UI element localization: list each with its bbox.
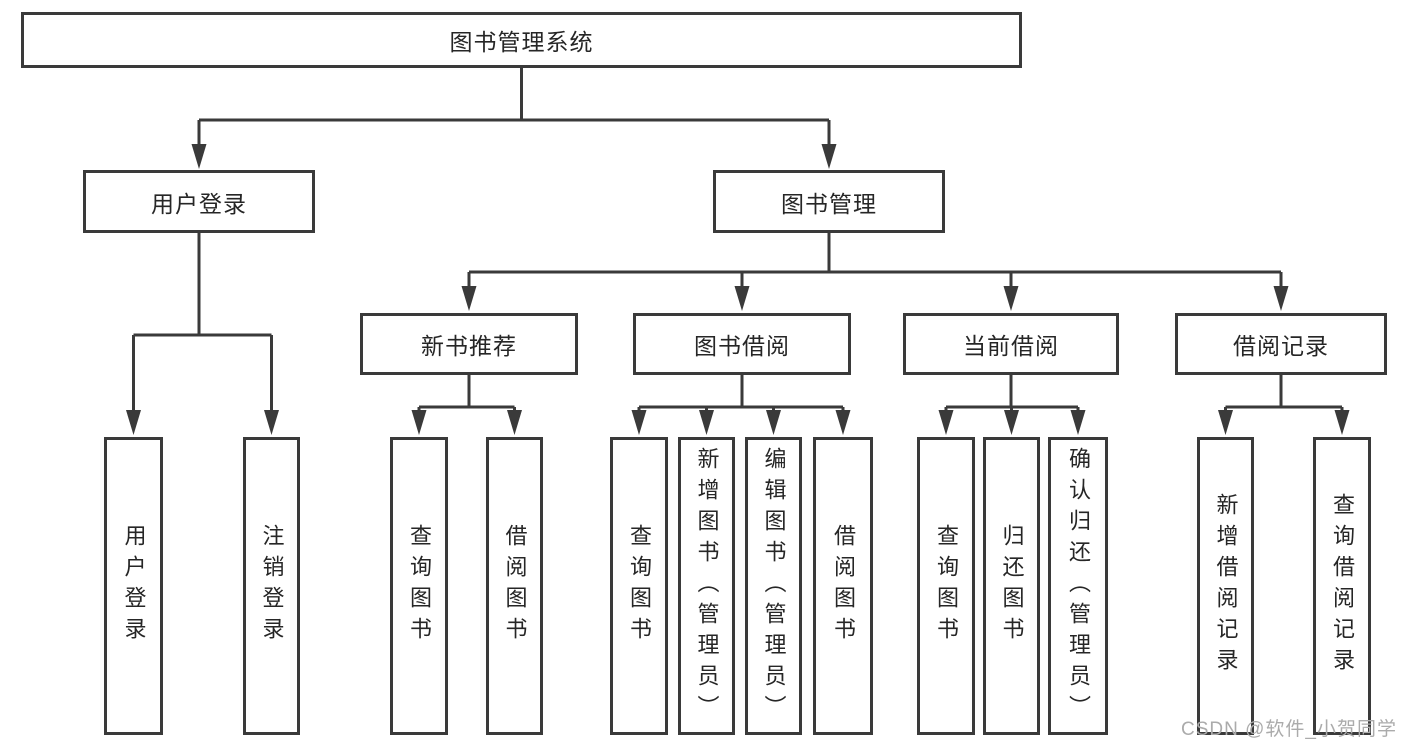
leaf-confirm-return-admin-label: 确认归还（管理员） — [1066, 446, 1091, 726]
connector-new-book-recommend — [417, 375, 516, 411]
arrowhead — [1004, 410, 1019, 435]
node-user-login-label: 用户登录 — [151, 190, 247, 217]
arrowhead — [835, 410, 851, 435]
leaf-query-books-recommend-label: 查询图书 — [407, 524, 432, 648]
leaf-return-book: 归还图书 — [983, 437, 1040, 735]
leaf-query-books-recommend: 查询图书 — [390, 437, 448, 735]
arrowhead — [126, 410, 141, 435]
node-new-book-recommend-label: 新书推荐 — [421, 333, 517, 359]
arrowhead — [507, 410, 522, 435]
connector-borrow-records — [1224, 375, 1344, 411]
leaf-query-books-borrow-label: 查询图书 — [627, 524, 652, 648]
arrowheads — [126, 144, 1350, 435]
node-borrow-records: 借阅记录 — [1175, 313, 1387, 375]
node-user-login: 用户登录 — [83, 170, 315, 233]
node-root-label: 图书管理系统 — [449, 29, 594, 55]
arrowhead — [766, 410, 781, 435]
leaf-query-books-borrow: 查询图书 — [610, 437, 668, 735]
arrowhead — [699, 410, 714, 435]
leaf-return-book-label: 归还图书 — [999, 524, 1025, 648]
leaf-query-books-current-label: 查询图书 — [934, 524, 959, 648]
arrowhead — [631, 410, 647, 435]
leaf-borrow-books-label: 借阅图书 — [831, 524, 856, 648]
node-current-borrow-label: 当前借阅 — [963, 333, 1059, 359]
node-book-borrow: 图书借阅 — [633, 313, 851, 375]
arrowhead — [1070, 410, 1086, 435]
node-root: 图书管理系统 — [21, 12, 1022, 68]
leaf-confirm-return-admin: 确认归还（管理员） — [1048, 437, 1108, 735]
leaf-add-book-admin-label: 新增图书（管理员） — [694, 446, 720, 726]
leaf-edit-book-admin: 编辑图书（管理员） — [745, 437, 802, 735]
leaf-borrow-books: 借阅图书 — [813, 437, 873, 735]
connector-user-login — [132, 233, 273, 411]
connector-root — [197, 67, 831, 146]
connector-current-borrow — [944, 375, 1080, 411]
leaf-add-borrow-record: 新增借阅记录 — [1197, 437, 1254, 735]
leaf-borrow-books-recommend-label: 借阅图书 — [502, 524, 528, 648]
arrowhead — [411, 410, 427, 435]
arrowhead — [821, 144, 837, 169]
leaf-logout: 注销登录 — [243, 437, 300, 735]
arrowhead — [1334, 410, 1350, 435]
leaf-query-books-current: 查询图书 — [917, 437, 975, 735]
node-current-borrow: 当前借阅 — [903, 313, 1119, 375]
leaf-logout-label: 注销登录 — [259, 524, 285, 648]
leaf-user-login-label: 用户登录 — [121, 524, 147, 648]
arrowhead — [264, 410, 279, 435]
node-borrow-records-label: 借阅记录 — [1233, 333, 1329, 359]
leaf-edit-book-admin-label: 编辑图书（管理员） — [761, 446, 787, 726]
leaf-borrow-books-recommend: 借阅图书 — [486, 437, 543, 735]
arrowhead — [734, 286, 750, 311]
node-book-management: 图书管理 — [713, 170, 945, 233]
connector-book-management — [467, 233, 1283, 288]
arrowhead — [938, 410, 954, 435]
csdn-watermark: CSDN @软件_小贺同学 — [1181, 719, 1397, 740]
leaf-add-borrow-record-label: 新增借阅记录 — [1213, 493, 1239, 679]
leaf-query-borrow-record-label: 查询借阅记录 — [1330, 493, 1355, 679]
node-book-management-label: 图书管理 — [781, 190, 877, 217]
node-new-book-recommend: 新书推荐 — [360, 313, 578, 375]
leaf-query-borrow-record: 查询借阅记录 — [1313, 437, 1371, 735]
arrowhead — [191, 144, 207, 169]
leaf-add-book-admin: 新增图书（管理员） — [678, 437, 735, 735]
leaf-user-login: 用户登录 — [104, 437, 163, 735]
arrowhead — [1218, 410, 1233, 435]
connector-book-borrow — [637, 375, 845, 411]
node-book-borrow-label: 图书借阅 — [694, 333, 790, 359]
arrowhead — [1273, 286, 1289, 311]
arrowhead — [1003, 286, 1019, 311]
arrowhead — [461, 286, 477, 311]
